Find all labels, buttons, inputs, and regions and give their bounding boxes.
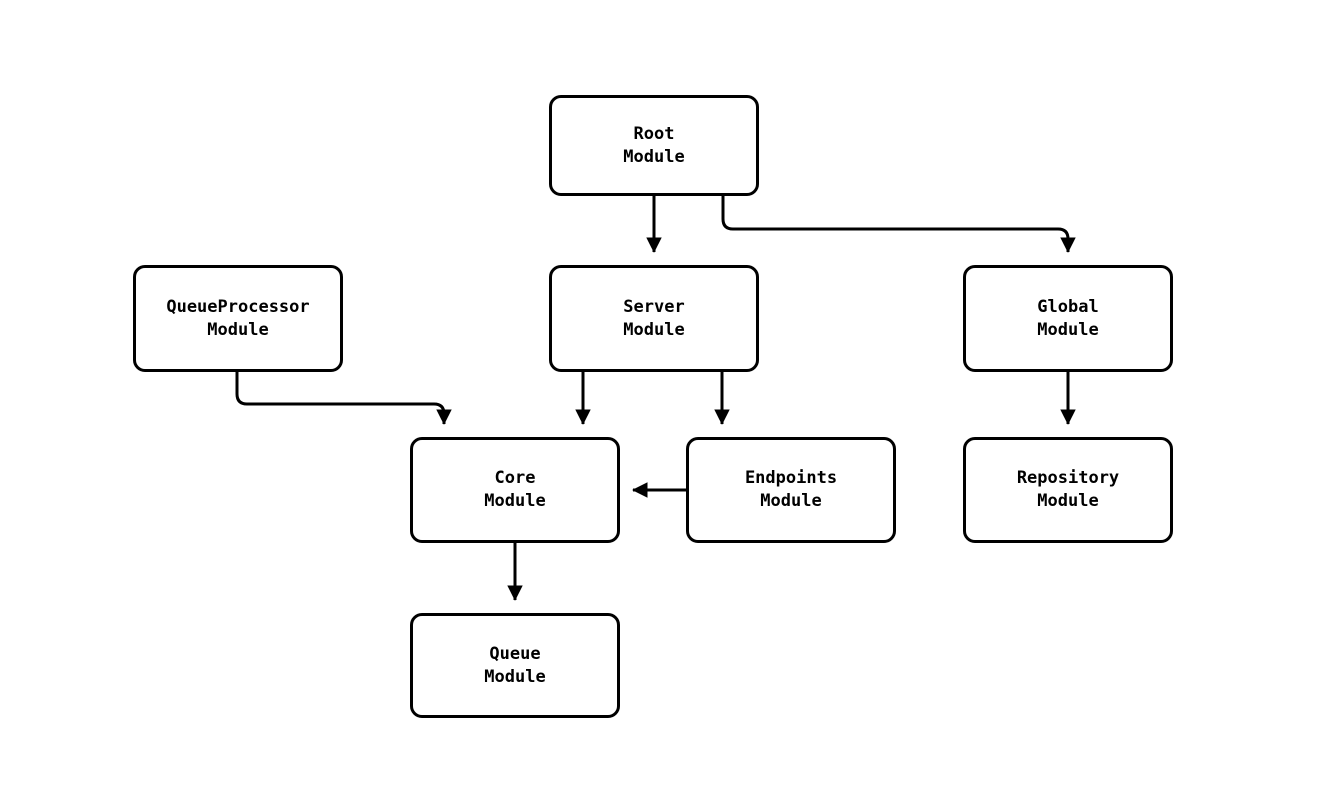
node-endpoints-module[interactable]: Endpoints Module (686, 437, 896, 543)
node-queue-module-label: Queue Module (484, 643, 546, 687)
edge-root-to-global (721, 196, 1076, 253)
node-server-module-label: Server Module (623, 296, 685, 340)
node-repository-module-label: Repository Module (1016, 468, 1120, 511)
node-queueprocessor-module-label: QueueProcessor Module (166, 296, 310, 340)
node-queueprocessor-module[interactable]: QueueProcessor Module (133, 265, 343, 372)
node-queue-module[interactable]: Queue Module (410, 613, 620, 718)
node-root-module-label: Root Module (623, 123, 685, 167)
node-server-module[interactable]: Server Module (549, 265, 759, 372)
node-repository-module[interactable]: Repository Module (963, 437, 1173, 543)
node-root-module[interactable]: Root Module (549, 95, 759, 196)
node-endpoints-module-label: Endpoints Module (744, 468, 838, 511)
node-core-module[interactable]: Core Module (410, 437, 620, 543)
node-global-module[interactable]: Global Module (963, 265, 1173, 372)
node-core-module-label: Core Module (484, 468, 546, 511)
edge-queueprocessor-to-core (235, 372, 452, 425)
node-global-module-label: Global Module (1037, 296, 1099, 340)
